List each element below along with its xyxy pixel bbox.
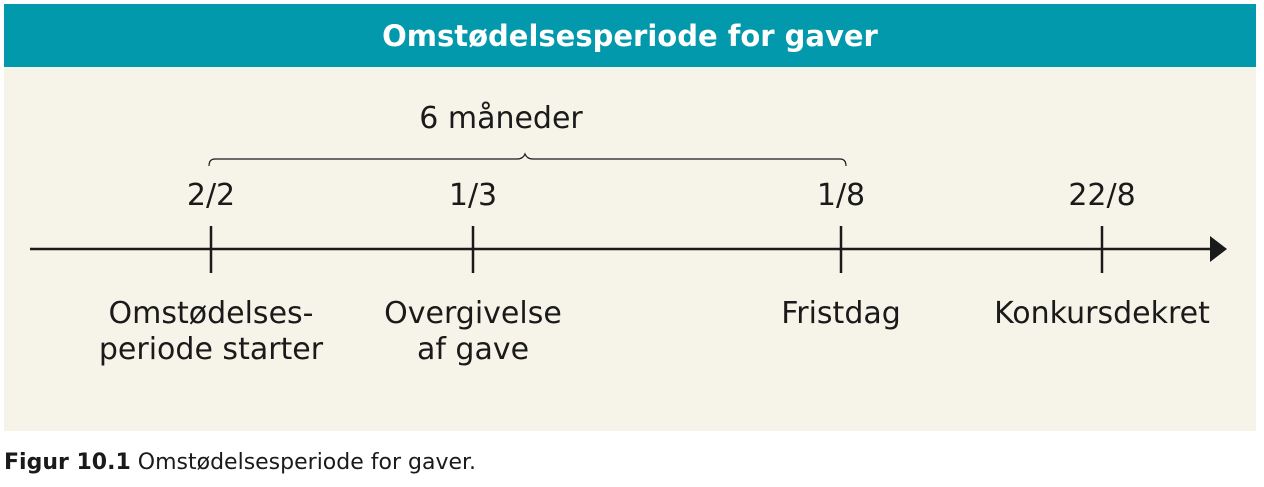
event-line: Konkursdekret [994, 296, 1210, 331]
event-line: af gave [416, 332, 530, 367]
date-label-22-8: 22/8 [1068, 178, 1136, 213]
event-line: periode starter [98, 332, 324, 367]
caption-text: Omstødelsesperiode for gaver. [137, 450, 477, 475]
date-label-2-2: 2/2 [186, 178, 236, 213]
date-label-1-3: 1/3 [448, 178, 498, 213]
event-label-gift-transfer: Overgivelse af gave [353, 296, 593, 368]
date-label-1-8: 1/8 [816, 178, 866, 213]
timeline-arrowhead [1210, 236, 1227, 262]
figure-title-bar: Omstødelsesperiode for gaver [4, 4, 1256, 67]
figure-caption: Figur 10.1 Omstødelsesperiode for gaver. [4, 450, 476, 475]
event-line: Fristdag [781, 296, 901, 331]
event-line: Omstødelses- [108, 296, 314, 331]
span-label: 6 måneder [419, 101, 583, 136]
caption-label: Figur 10.1 [4, 450, 131, 475]
event-line: Overgivelse [384, 296, 562, 331]
figure-panel: Omstødelsesperiode for gaver 6 måneder 2… [4, 4, 1256, 431]
event-label-period-start: Omstødelses- periode starter [81, 296, 341, 368]
six-month-brace [208, 152, 847, 167]
event-label-bankruptcy-decree: Konkursdekret [972, 296, 1232, 332]
timeline-diagram [30, 152, 1227, 273]
event-label-deadline-day: Fristdag [746, 296, 936, 332]
figure-title: Omstødelsesperiode for gaver [382, 18, 878, 53]
